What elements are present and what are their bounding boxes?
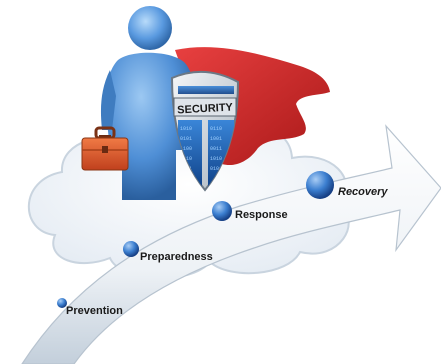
svg-text:1100: 1100 bbox=[180, 146, 192, 152]
svg-text:0110: 0110 bbox=[210, 126, 222, 132]
stage-dot-response bbox=[212, 201, 232, 221]
briefcase-icon bbox=[81, 126, 129, 171]
stage-dot-preparedness bbox=[123, 241, 139, 257]
svg-text:0101: 0101 bbox=[180, 136, 192, 142]
svg-text:1010: 1010 bbox=[210, 156, 222, 162]
svg-text:1010: 1010 bbox=[180, 126, 192, 132]
stage-label-response: Response bbox=[235, 209, 288, 221]
svg-text:0101: 0101 bbox=[210, 166, 222, 172]
stage-label-preparedness: Preparedness bbox=[140, 251, 213, 263]
curved-progress-arrow bbox=[21, 124, 441, 364]
stage-label-prevention: Prevention bbox=[66, 305, 123, 317]
svg-text:1001: 1001 bbox=[210, 136, 222, 142]
svg-text:0011: 0011 bbox=[210, 146, 222, 152]
stage-label-recovery: Recovery bbox=[338, 186, 388, 198]
stage-dot-prevention bbox=[57, 298, 67, 308]
shield-label: SECURITY bbox=[177, 102, 234, 117]
stage-markers bbox=[57, 171, 334, 308]
stage-dot-recovery bbox=[306, 171, 334, 199]
